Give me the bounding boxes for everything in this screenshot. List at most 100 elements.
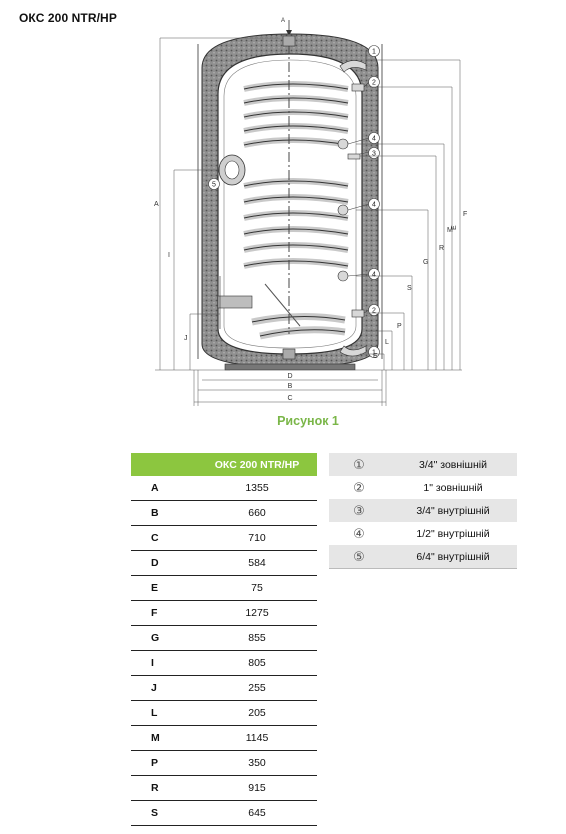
callout-1: 1 [372, 49, 376, 56]
callout-5: 5 [212, 182, 216, 189]
svg-text:S: S [407, 285, 412, 292]
connection-symbol: ④ [329, 522, 389, 545]
lower-heating-coil [243, 178, 349, 269]
svg-text:G: G [423, 259, 428, 266]
dim-value: 855 [197, 625, 317, 651]
dim-key: F [131, 600, 197, 626]
svg-text:D: D [287, 373, 292, 380]
callout-4b: 4 [372, 202, 376, 209]
connection-symbol: ⑤ [329, 545, 389, 569]
top-arrow: A [281, 18, 292, 36]
callout-4c: 4 [372, 272, 376, 279]
svg-text:J: J [184, 335, 188, 342]
dim-value: 584 [197, 550, 317, 576]
dim-value: 710 [197, 525, 317, 551]
upper-heating-coil [243, 81, 349, 148]
connection-symbol: ③ [329, 499, 389, 522]
svg-text:F: F [463, 211, 467, 218]
bottom-dim-labels: D B C [287, 373, 292, 402]
svg-text:P: P [397, 323, 402, 330]
svg-text:C: C [287, 395, 292, 402]
dimensions-header-title: ОКС 200 NTR/HP [197, 453, 317, 476]
right-dim-labels: E F M R G S P L E [373, 211, 467, 360]
tank-technical-drawing: A [154, 18, 467, 406]
side-flange [218, 154, 246, 186]
dim-key: P [131, 750, 197, 776]
dim-key: S [131, 800, 197, 826]
svg-text:B: B [288, 383, 293, 390]
svg-text:I: I [168, 252, 170, 259]
figure-caption: Рисунок 1 [277, 414, 339, 428]
connection-size: 6/4" внутрішній [389, 545, 517, 569]
callout-2b: 2 [372, 308, 376, 315]
dim-key: B [131, 500, 197, 526]
dim-key: L [131, 700, 197, 726]
top-arrow-label: A [281, 18, 285, 24]
dim-value: 1275 [197, 600, 317, 626]
dim-key: E [131, 575, 197, 601]
dim-value: 660 [197, 500, 317, 526]
dim-key: A [131, 476, 197, 501]
dim-value: 75 [197, 575, 317, 601]
dim-key: G [131, 625, 197, 651]
dim-key: J [131, 675, 197, 701]
svg-text:E: E [451, 225, 458, 230]
connection-size: 3/4" внутрішній [389, 499, 517, 522]
dim-key: M [131, 725, 197, 751]
dimensions-header-empty [131, 453, 197, 476]
dim-value: 350 [197, 750, 317, 776]
right-nozzles [337, 60, 367, 357]
dim-value: 805 [197, 650, 317, 676]
callout-1b: 1 [372, 350, 376, 357]
dim-value: 1145 [197, 725, 317, 751]
connection-size: 1/2" внутрішній [389, 522, 517, 545]
dim-value: 205 [197, 700, 317, 726]
left-dim-labels: A I J [154, 201, 188, 342]
svg-text:E: E [373, 353, 378, 360]
svg-text:A: A [154, 201, 159, 208]
dim-value: 645 [197, 800, 317, 826]
dim-value: 1355 [197, 476, 317, 501]
page-title: ОКС 200 NTR/HP [19, 11, 117, 25]
callout-2: 2 [372, 80, 376, 87]
callout-4: 4 [372, 136, 376, 143]
svg-text:L: L [385, 339, 389, 346]
svg-text:M: M [447, 227, 453, 234]
dim-value: 255 [197, 675, 317, 701]
dim-value: 915 [197, 775, 317, 801]
dimensions-header-row: ОКС 200 NTR/HP [131, 453, 317, 476]
dim-key: D [131, 550, 197, 576]
callout-3: 3 [372, 151, 376, 158]
svg-text:R: R [439, 245, 444, 252]
connection-symbol: ② [329, 476, 389, 499]
dim-key: I [131, 650, 197, 676]
dim-key: R [131, 775, 197, 801]
connection-size: 1" зовнішній [389, 476, 517, 499]
lower-left-fitting [217, 276, 253, 329]
dim-key: C [131, 525, 197, 551]
connection-size: 3/4" зовнішній [389, 453, 517, 476]
connection-symbol: ① [329, 453, 389, 476]
bottom-inlet [251, 283, 346, 340]
